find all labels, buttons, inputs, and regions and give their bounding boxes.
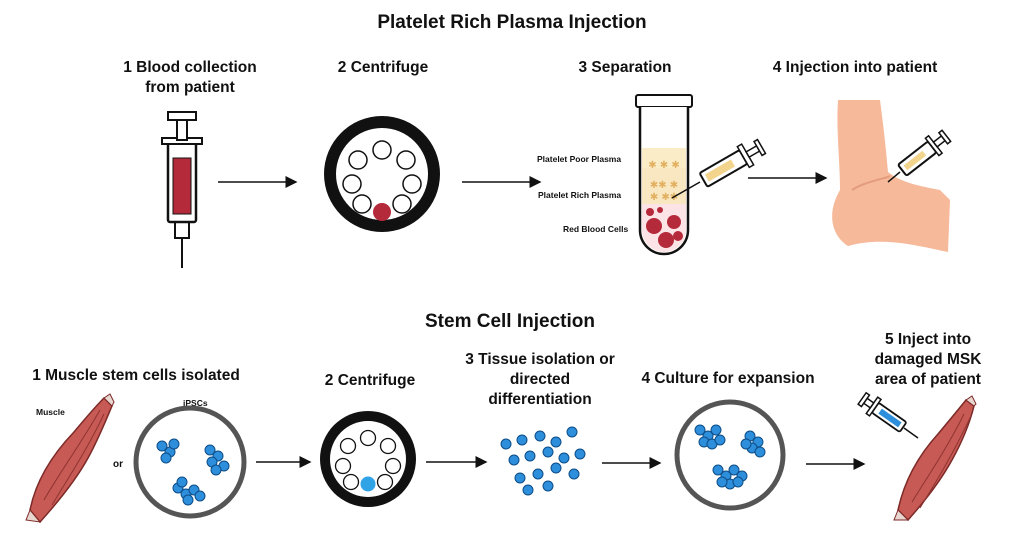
stem-step-3-label: 3 Tissue isolation or directed different… [465, 351, 615, 408]
prp-title: Platelet Rich Plasma Injection [377, 12, 647, 33]
label-platelet-poor-plasma: Platelet Poor Plasma [537, 154, 622, 164]
prp-step-4-label: 4 Injection into patient [772, 59, 938, 76]
prp-step-2-label: 2 Centrifuge [337, 59, 429, 76]
stem-step-5-label: 5 Inject into damaged MSK area of patien… [874, 331, 982, 388]
arm-icon [832, 100, 950, 252]
stem-title: Stem Cell Injection [425, 311, 595, 332]
stem-centrifuge-icon [320, 411, 416, 507]
label-red-blood-cells: Red Blood Cells [563, 224, 629, 234]
muscle-icon [25, 393, 115, 524]
prp-centrifuge-icon [324, 116, 440, 232]
ipsc-dish-icon [133, 405, 247, 519]
blood-syringe-icon [161, 111, 203, 268]
svg-text:✱ ✱ ✱: ✱ ✱ ✱ [648, 160, 680, 171]
tube-syringe-icon [671, 138, 767, 199]
separation-tube-icon: ✱ ✱ ✱ ✱✱ ✱ ✱ ✱✱ [635, 94, 693, 256]
svg-text:✱✱ ✱: ✱✱ ✱ [650, 180, 678, 191]
damaged-muscle-icon [893, 395, 977, 522]
prp-step-3-label: 3 Separation [578, 59, 672, 76]
culture-dish-icon [674, 399, 786, 511]
prp-step-1-label: 1 Blood collection from patient [123, 59, 257, 96]
stem-syringe-icon [857, 391, 919, 439]
or-label: or [113, 459, 123, 470]
scattered-cells-icon [500, 426, 586, 496]
arm-syringe-icon [887, 129, 952, 183]
ipsc-label: iPSCs [183, 398, 208, 408]
muscle-label: Muscle [36, 407, 65, 417]
stem-step-2-label: 2 Centrifuge [324, 372, 416, 389]
stem-step-1-label: 1 Muscle stem cells isolated [32, 367, 240, 384]
svg-text:✱ ✱✱: ✱ ✱✱ [650, 192, 678, 203]
label-platelet-rich-plasma: Platelet Rich Plasma [538, 190, 622, 200]
stem-step-4-label: 4 Culture for expansion [641, 370, 815, 387]
